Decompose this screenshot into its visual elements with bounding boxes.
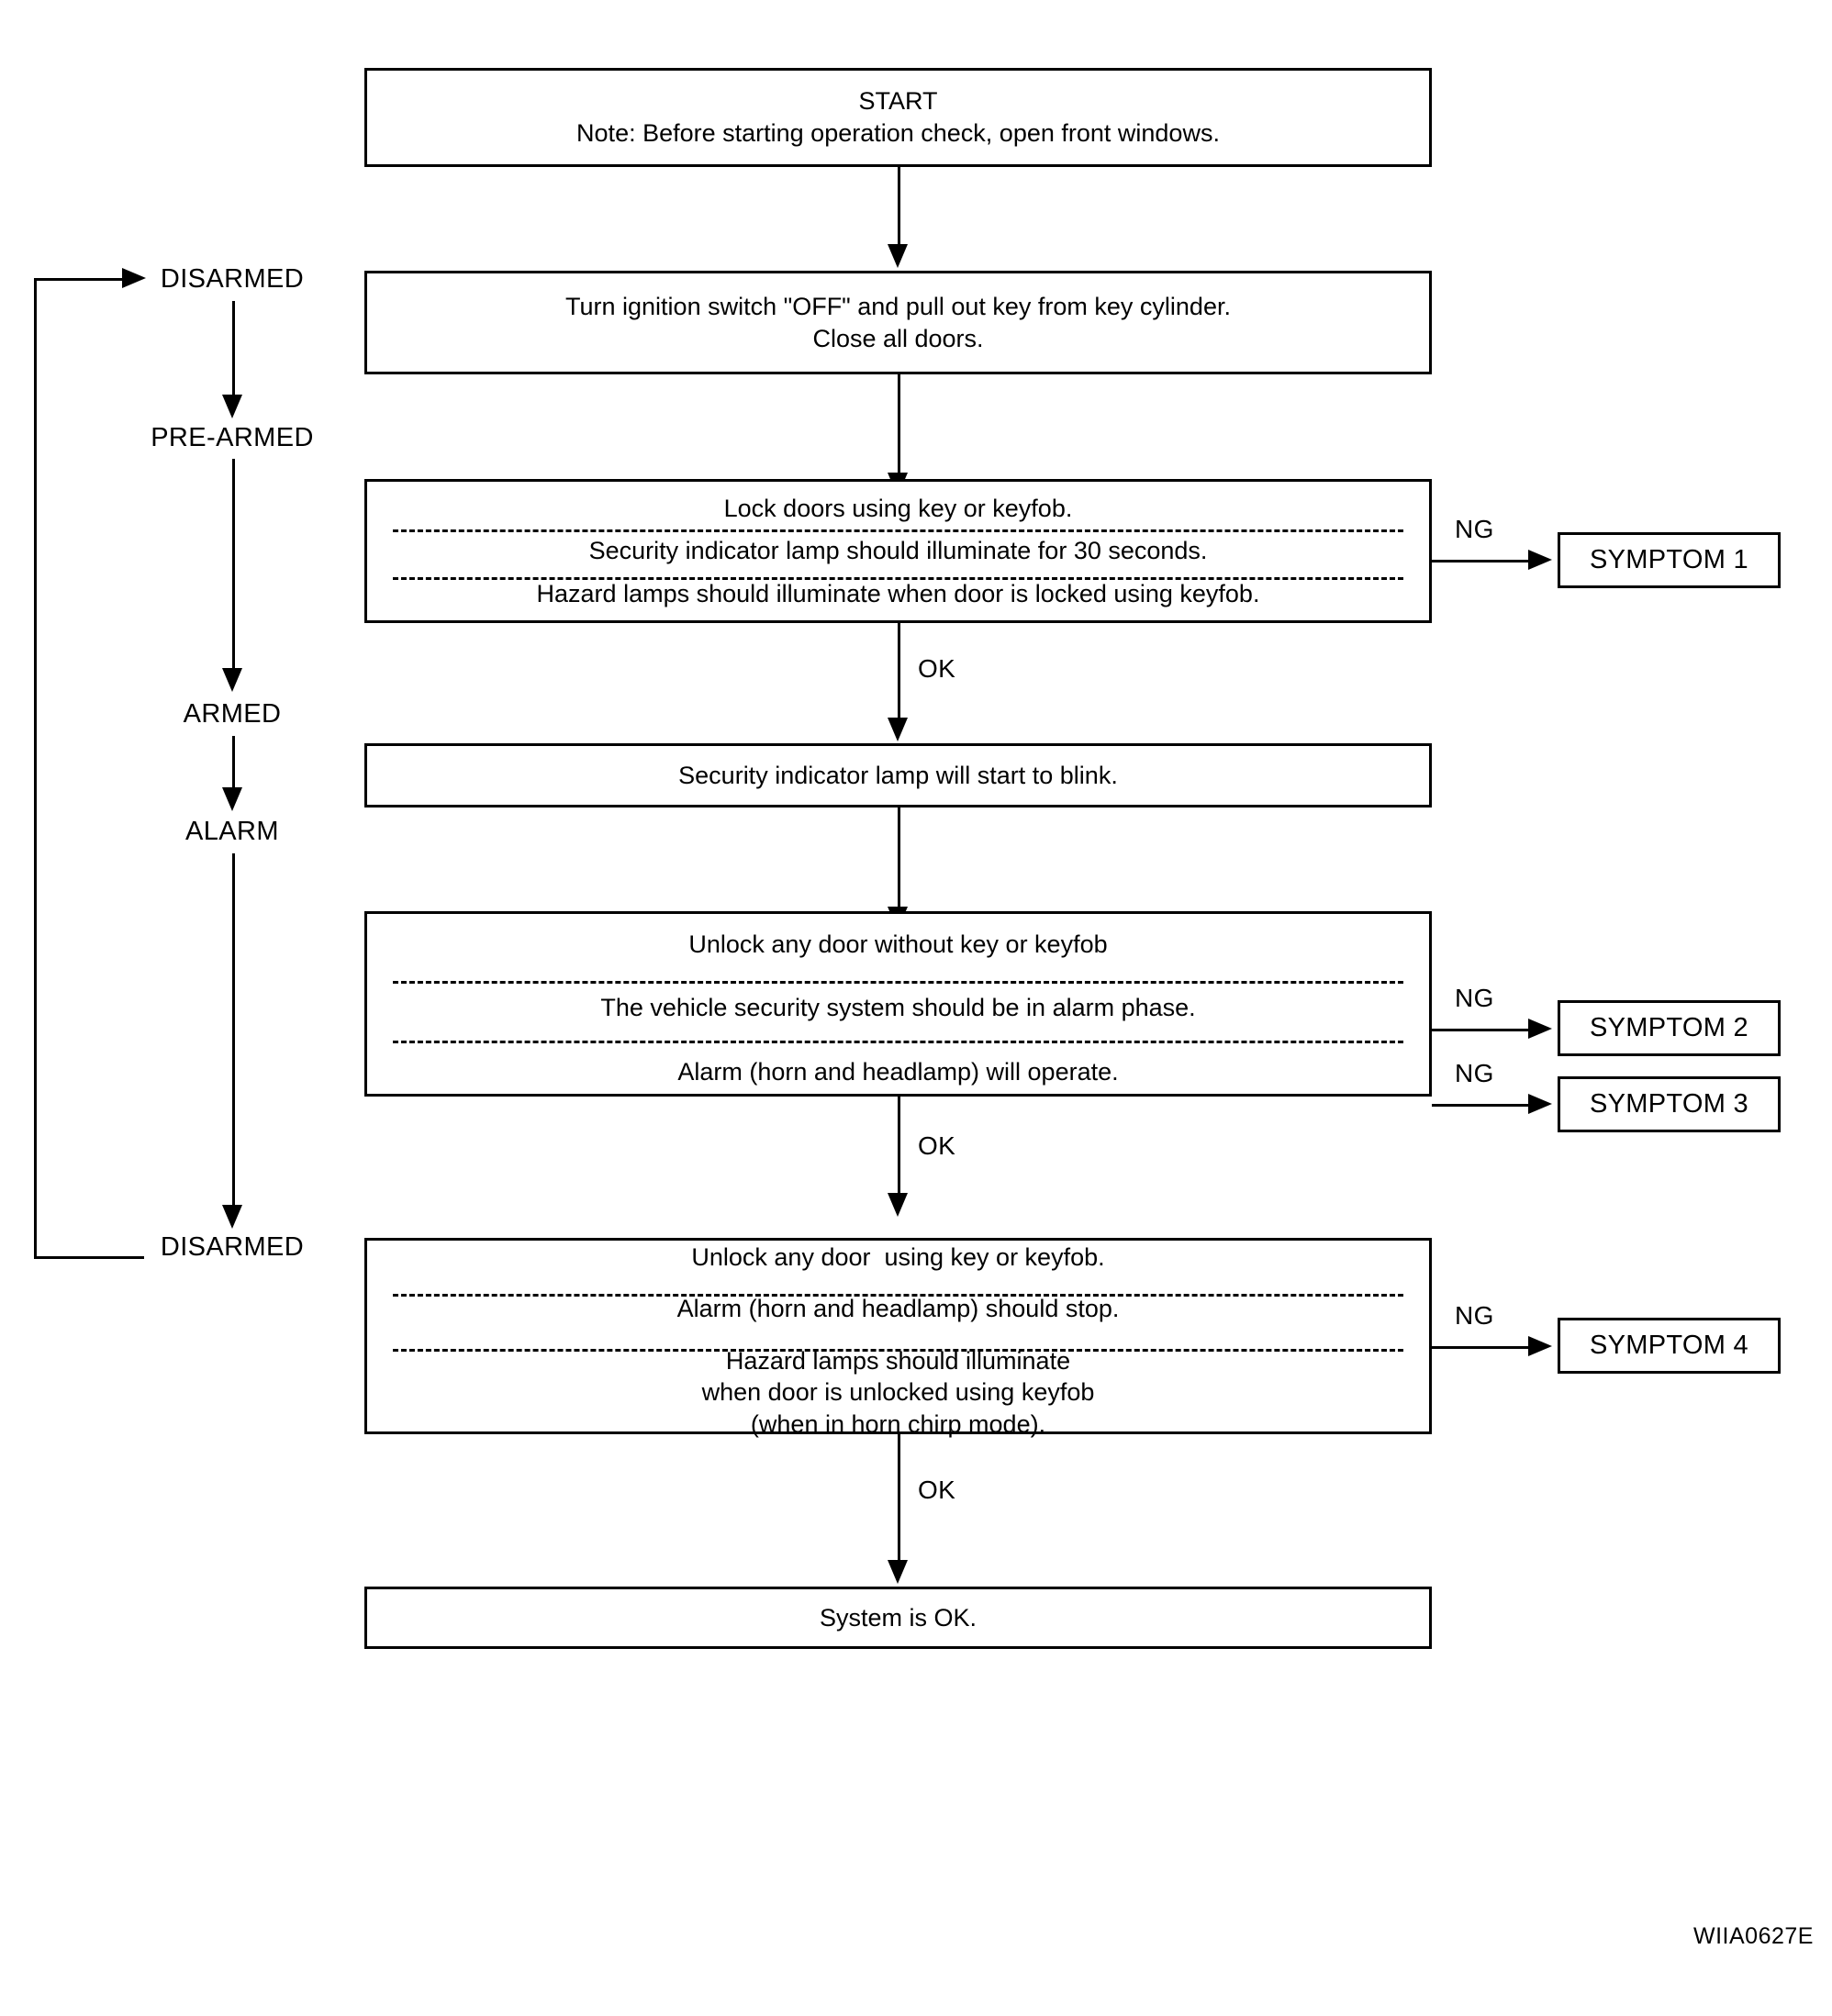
- connector-blink-to-unlock-nokey: [898, 808, 900, 910]
- step-lock-seg-1: Lock doors using key or keyfob.: [723, 494, 1073, 522]
- step-unlock-nokey-seg-2: The vehicle security system should be in…: [600, 993, 1196, 1021]
- loop-bottom-segment: [34, 1256, 144, 1259]
- connector-start-to-ignition-arrow-icon: [888, 244, 908, 268]
- step-unlock-nokey-divider-2: [393, 1041, 1403, 1043]
- ng-branch-arrow-symptom-2-icon: [1528, 1019, 1552, 1039]
- state-label-pre-armed: PRE-ARMED: [151, 423, 314, 452]
- step-box-unlock-without-key: Unlock any door without key or keyfob Th…: [364, 911, 1432, 1097]
- step-unlock-nokey-seg-1: Unlock any door without key or keyfob: [688, 930, 1108, 959]
- step-box-ignition-off: Turn ignition switch "OFF" and pull out …: [364, 271, 1432, 374]
- state-arrow-head-2-icon: [222, 668, 242, 692]
- connector-lock-to-blink: [898, 623, 900, 721]
- edge-label-ok-2: OK: [918, 1131, 956, 1160]
- step-box-start: START Note: Before starting operation ch…: [364, 68, 1432, 167]
- ng-branch-line-symptom-2: [1432, 1029, 1540, 1031]
- state-label-disarmed-top: DISARMED: [160, 264, 305, 294]
- loop-left-riser: [34, 278, 37, 1259]
- ng-branch-line-symptom-4: [1432, 1346, 1540, 1349]
- symptom-box-3[interactable]: SYMPTOM 3: [1558, 1076, 1781, 1132]
- step-unlock-nokey-seg-3: Alarm (horn and headlamp) will operate.: [677, 1058, 1119, 1086]
- step-system-ok-seg-1: System is OK.: [819, 1603, 977, 1632]
- state-arrow-line-3: [232, 736, 235, 793]
- step-start-line-2: Note: Before starting operation check, o…: [576, 119, 1220, 147]
- connector-lock-to-blink-arrow-icon: [888, 718, 908, 741]
- state-arrow-head-1-icon: [222, 395, 242, 418]
- state-arrow-line-2: [232, 459, 235, 674]
- ng-branch-arrow-symptom-4-icon: [1528, 1336, 1552, 1356]
- symptom-3-label: SYMPTOM 3: [1590, 1089, 1748, 1119]
- ng-branch-line-symptom-1: [1432, 560, 1540, 562]
- step-box-system-ok: System is OK.: [364, 1587, 1432, 1649]
- connector-unlock-nokey-to-withkey: [898, 1097, 900, 1197]
- state-label-disarmed-bottom: DISARMED: [160, 1232, 305, 1262]
- loop-arrowhead-icon: [122, 268, 146, 288]
- symptom-box-1[interactable]: SYMPTOM 1: [1558, 532, 1781, 588]
- ng-branch-arrow-symptom-3-icon: [1528, 1094, 1552, 1114]
- state-arrow-line-4: [232, 853, 235, 1211]
- step-unlock-nokey-divider-1: [393, 981, 1403, 984]
- connector-ignition-to-lock: [898, 374, 900, 477]
- ng-branch-arrow-symptom-1-icon: [1528, 550, 1552, 570]
- figure-id-label: WIIA0627E: [1693, 1923, 1814, 1949]
- connector-unlock-nokey-to-withkey-arrow-icon: [888, 1193, 908, 1217]
- connector-unlock-withkey-to-systemok: [898, 1434, 900, 1563]
- step-lock-seg-3: Hazard lamps should illuminate when door…: [536, 579, 1260, 607]
- step-unlock-withkey-divider-1: [393, 1294, 1403, 1297]
- state-label-alarm: ALARM: [185, 817, 279, 846]
- edge-label-ng-1: NG: [1455, 515, 1494, 543]
- step-box-unlock-with-key: Unlock any door using key or keyfob. Ala…: [364, 1238, 1432, 1438]
- step-blink-seg-1: Security indicator lamp will start to bl…: [678, 761, 1118, 789]
- state-arrow-line-1: [232, 301, 235, 402]
- step-box-indicator-blink: Security indicator lamp will start to bl…: [364, 743, 1432, 808]
- step-unlock-withkey-seg-3: Hazard lamps should illuminate when door…: [701, 1346, 1095, 1438]
- edge-label-ok-3: OK: [918, 1476, 956, 1504]
- state-label-armed: ARMED: [183, 699, 282, 729]
- step-unlock-withkey-seg-1: Unlock any door using key or keyfob.: [691, 1242, 1105, 1271]
- edge-label-ok-1: OK: [918, 654, 956, 683]
- state-arrow-head-3-icon: [222, 787, 242, 811]
- connector-unlock-withkey-to-systemok-arrow-icon: [888, 1560, 908, 1584]
- symptom-box-4[interactable]: SYMPTOM 4: [1558, 1318, 1781, 1374]
- state-arrow-head-4-icon: [222, 1205, 242, 1229]
- symptom-4-label: SYMPTOM 4: [1590, 1331, 1748, 1360]
- step-ignition-line-1: Turn ignition switch "OFF" and pull out …: [565, 292, 1231, 320]
- step-unlock-withkey-seg-2: Alarm (horn and headlamp) should stop.: [676, 1295, 1120, 1323]
- step-box-lock-doors: Lock doors using key or keyfob. Security…: [364, 479, 1432, 623]
- symptom-box-2[interactable]: SYMPTOM 2: [1558, 1000, 1781, 1056]
- step-lock-divider-2: [393, 577, 1403, 580]
- step-lock-divider-1: [393, 529, 1403, 532]
- loop-top-segment: [34, 278, 124, 281]
- edge-label-ng-2: NG: [1455, 984, 1494, 1012]
- step-ignition-line-2: Close all doors.: [812, 324, 984, 352]
- symptom-2-label: SYMPTOM 2: [1590, 1013, 1748, 1042]
- symptom-1-label: SYMPTOM 1: [1590, 545, 1748, 574]
- step-start-line-1: START: [858, 87, 938, 116]
- step-lock-seg-2: Security indicator lamp should illuminat…: [588, 537, 1208, 565]
- edge-label-ng-4: NG: [1455, 1301, 1494, 1330]
- step-unlock-withkey-divider-2: [393, 1349, 1403, 1352]
- ng-branch-line-symptom-3: [1432, 1104, 1540, 1107]
- edge-label-ng-3: NG: [1455, 1059, 1494, 1087]
- connector-start-to-ignition: [898, 167, 900, 248]
